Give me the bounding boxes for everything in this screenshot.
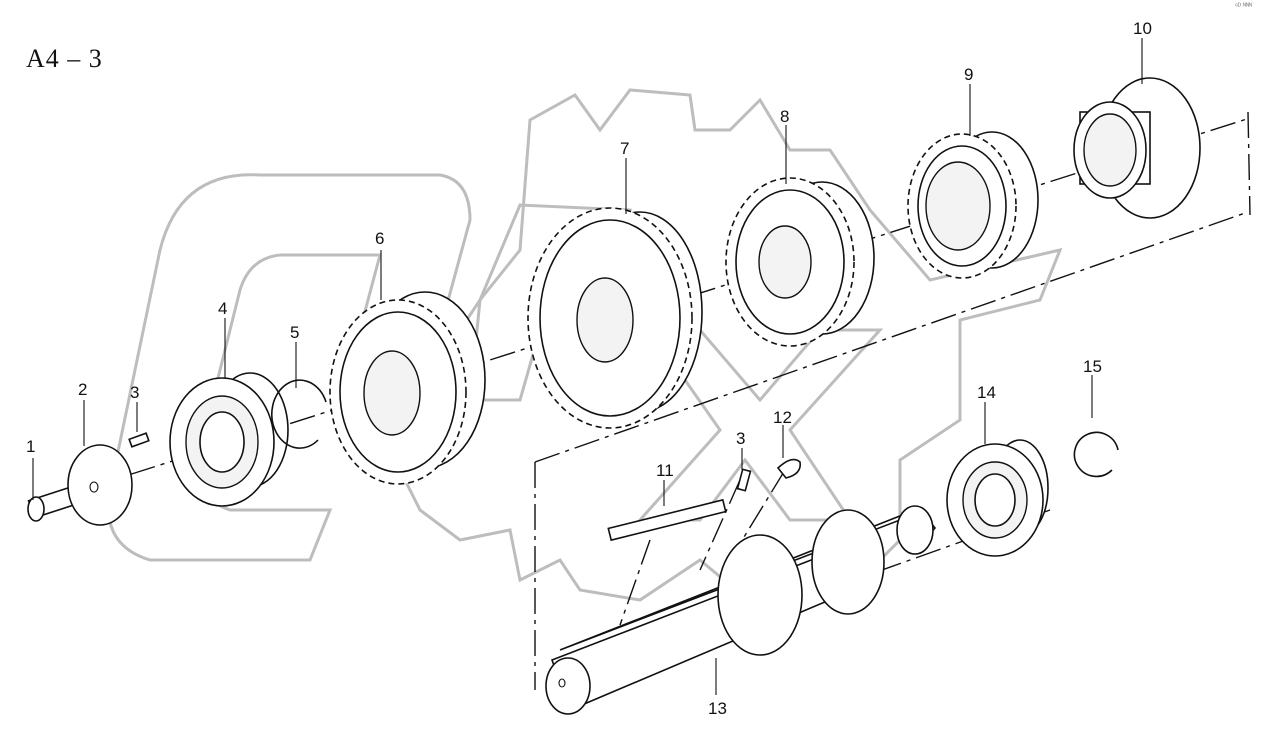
figure-code: A4 – 3 [26,44,103,73]
snap-ring-part [271,379,327,449]
woodruff-key-part [776,458,802,479]
gear-9-part [907,131,1039,279]
lower-pin-part [736,468,752,492]
gear-10-part [1073,77,1201,219]
callout-13: 13 [708,699,727,718]
pin-part [128,432,150,448]
callout-labels: 1 2 3 4 5 6 7 8 9 10 11 3 12 13 14 15 [26,19,1152,718]
callout-4: 4 [218,299,227,318]
callout-11: 11 [656,461,674,480]
corner-mark: ᵉᴰ ᴺᴺᴺ [1235,3,1252,10]
callout-2: 2 [78,380,87,399]
callout-3: 3 [130,383,139,402]
key-part [607,498,727,542]
key-guide-line [619,539,651,626]
callout-8: 8 [780,107,789,126]
upper-shaft-end-line [1247,111,1251,216]
callout-5: 5 [290,323,299,342]
leader-lines [32,38,1143,695]
gear-8-part [725,177,875,347]
callout-14: 14 [977,383,996,402]
shaft-part [545,505,937,715]
end-cap-part [67,444,133,526]
callout-15: 15 [1083,357,1102,376]
gear-7-part [527,207,703,429]
roller-bearing-part [169,372,289,507]
callout-12: 12 [773,408,792,427]
callout-3-lower: 3 [736,429,745,448]
gear-6-part [329,291,486,485]
callout-1: 1 [26,437,35,456]
callout-9: 9 [964,65,973,84]
callout-6: 6 [375,229,384,248]
pin-guide-line [699,479,741,571]
callout-10: 10 [1133,19,1152,38]
callout-7: 7 [620,139,629,158]
retaining-ring-part [1073,431,1119,478]
bearing-14-part [946,439,1049,557]
